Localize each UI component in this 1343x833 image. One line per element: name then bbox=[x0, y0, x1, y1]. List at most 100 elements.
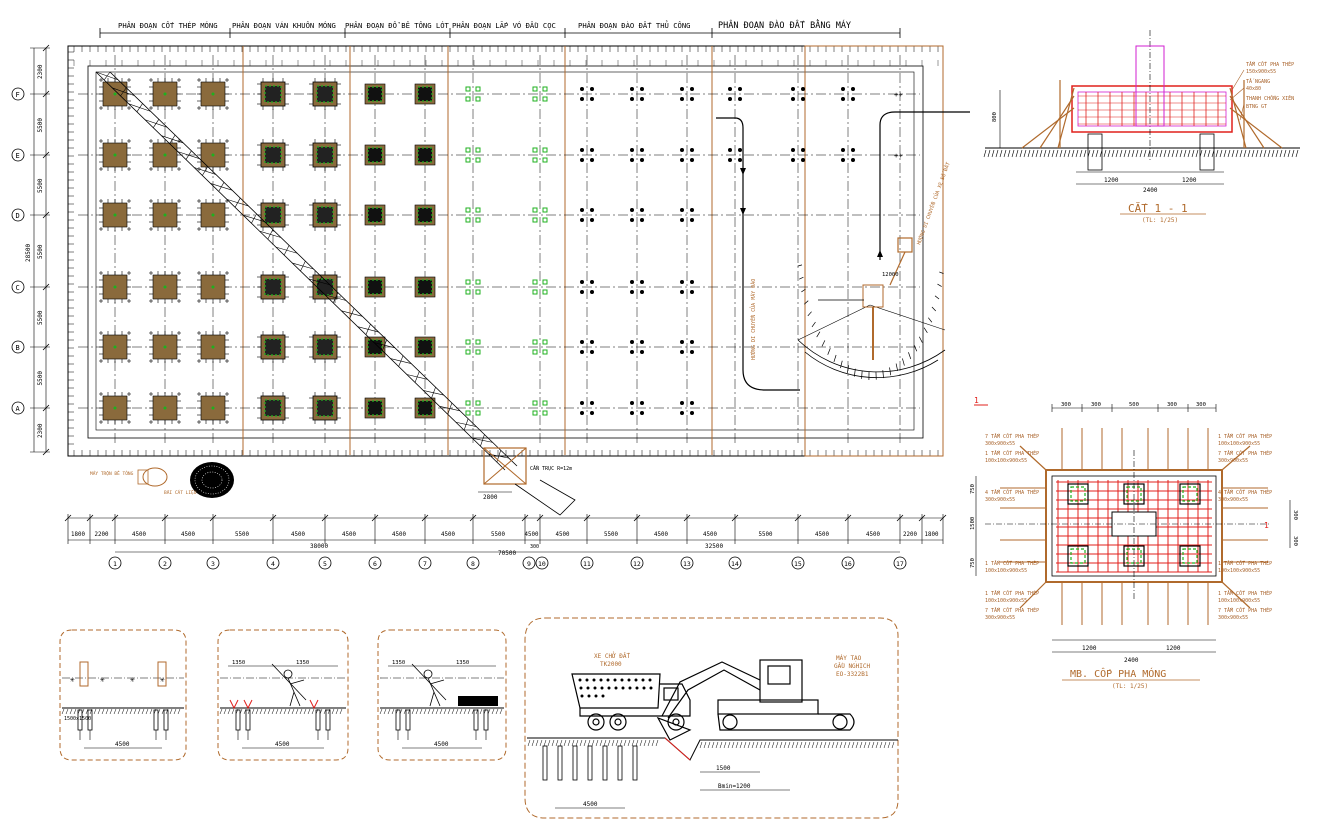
axis-bubble bbox=[791, 556, 805, 570]
bottom-dim: 4500 bbox=[525, 532, 539, 538]
bottom-subtotal-left: 38000 bbox=[310, 543, 328, 550]
footing-rebar bbox=[99, 139, 131, 171]
axis-bubble bbox=[11, 280, 25, 294]
truck-dim-3: 4500 bbox=[583, 801, 598, 808]
pile-mark bbox=[580, 87, 594, 101]
soil-pile bbox=[458, 696, 498, 706]
left-dim: 5500 bbox=[37, 371, 44, 386]
pile-head bbox=[532, 339, 548, 355]
phase-title: PHÂN ĐOẠN ĐÀO ĐẤT BẰNG MÁY bbox=[718, 19, 851, 31]
pile-head bbox=[465, 400, 481, 416]
bottom-dim: 4500 bbox=[132, 532, 146, 538]
phase-title: PHÂN ĐOẠN VÁN KHUÔN MÓNG bbox=[232, 21, 336, 30]
pile-mark bbox=[580, 280, 594, 294]
pile-head bbox=[532, 279, 548, 295]
axis-number: 7 bbox=[423, 560, 427, 568]
pile-mark bbox=[728, 87, 742, 101]
fw-left-dim: 750 bbox=[970, 558, 976, 568]
axis-letter: C bbox=[16, 284, 20, 292]
section-left-dim: 800 bbox=[992, 112, 998, 122]
excavation-edge bbox=[87, 65, 924, 439]
phase-title: PHÂN ĐOẠN CỐT THÉP MÓNG bbox=[118, 21, 218, 30]
worker bbox=[423, 669, 433, 679]
pile-head bbox=[532, 147, 548, 163]
fw-left-note: 300x900x55 bbox=[985, 441, 1015, 447]
site-plan: PHÂN ĐOẠN CỐT THÉP MÓNG PHÂN ĐOẠN VÁN KHU… bbox=[11, 19, 970, 570]
slope-hatching bbox=[68, 46, 939, 456]
pile-mark: ✳ bbox=[70, 675, 75, 684]
section-total: 2400 bbox=[1143, 187, 1158, 194]
fw-bottom-dim-1: 1200 bbox=[1082, 645, 1097, 652]
pile-mark bbox=[580, 401, 594, 415]
footing-formwork bbox=[309, 139, 341, 171]
axis-bubble bbox=[680, 556, 694, 570]
excavator-sub: GẦU NGHỊCH bbox=[834, 663, 871, 670]
phase-titles: PHÂN ĐOẠN CỐT THÉP MÓNG PHÂN ĐOẠN VÁN KHU… bbox=[99, 19, 901, 38]
footing-formwork bbox=[257, 78, 289, 110]
axis-bubble bbox=[580, 556, 594, 570]
fw-top-dim: 300 bbox=[1196, 402, 1206, 408]
sand-label: BÃI CÁT LIỆU bbox=[164, 488, 197, 496]
axis-bubble bbox=[418, 556, 432, 570]
footing-rebar bbox=[149, 392, 181, 424]
footing-lean-concrete bbox=[364, 276, 386, 298]
pile-mark bbox=[680, 340, 694, 354]
dump-truck bbox=[571, 673, 691, 731]
ground-hatch bbox=[983, 149, 1299, 158]
fw-right-note: 300x900x55 bbox=[1218, 615, 1248, 621]
fw-bottom-total: 2400 bbox=[1124, 657, 1139, 664]
footing-formwork bbox=[309, 199, 341, 231]
truck-sub: TK2000 bbox=[600, 661, 622, 668]
left-dim: 5500 bbox=[37, 244, 44, 259]
left-dim: 5500 bbox=[37, 310, 44, 325]
left-dim: 2300 bbox=[37, 64, 44, 79]
pile-mark: ✳ bbox=[100, 675, 105, 684]
detail-top-dim: 1350 bbox=[232, 660, 245, 666]
footing-formwork bbox=[309, 78, 341, 110]
formwork-scale: (TL: 1/25) bbox=[1112, 683, 1148, 690]
crane-base bbox=[483, 447, 527, 485]
axis-bubble bbox=[206, 556, 220, 570]
axis-bubble bbox=[522, 556, 536, 570]
footing-rebar bbox=[99, 271, 131, 303]
footing-rebar bbox=[197, 331, 229, 363]
pile-head bbox=[1067, 483, 1089, 505]
bottom-dim: 5500 bbox=[235, 532, 249, 538]
pile-head bbox=[1179, 483, 1201, 505]
bottom-subtotal-right: 32500 bbox=[705, 543, 723, 550]
footing-lean-concrete bbox=[414, 397, 436, 419]
bottom-dim: 4500 bbox=[342, 532, 356, 538]
pile-head bbox=[465, 279, 481, 295]
detail-label: 1500x1500 bbox=[64, 716, 91, 722]
pile-mark bbox=[680, 87, 694, 101]
bottom-dim: 4500 bbox=[654, 532, 668, 538]
fw-right-note: 1 TẤM CỐT PHA THÉP bbox=[1218, 559, 1272, 567]
concrete-mixer bbox=[137, 467, 168, 487]
footing-formwork bbox=[257, 271, 289, 303]
axis-bubble bbox=[893, 556, 907, 570]
fw-left-note: 300x900x55 bbox=[985, 615, 1015, 621]
axis-letter: B bbox=[16, 344, 20, 352]
axis-number: 16 bbox=[844, 560, 852, 568]
bottom-dim: 1800 bbox=[925, 532, 939, 538]
footing-formwork bbox=[257, 392, 289, 424]
axis-number: 3 bbox=[211, 560, 215, 568]
detail-dim: 4500 bbox=[434, 741, 449, 748]
bottom-dim: 4500 bbox=[703, 532, 717, 538]
footing-lean-concrete bbox=[414, 276, 436, 298]
fw-right-dim: 300 bbox=[1292, 510, 1298, 520]
sand-pile bbox=[190, 462, 234, 498]
section-note: 150x900x55 bbox=[1246, 69, 1276, 75]
section-dim-2: 1200 bbox=[1182, 177, 1197, 184]
fw-right-dim: 300 bbox=[1292, 536, 1298, 546]
excavator-dim: 12000 bbox=[882, 272, 899, 278]
footing-section bbox=[1071, 85, 1233, 133]
footing-formwork bbox=[257, 199, 289, 231]
detail-top-dim: 1350 bbox=[392, 660, 405, 666]
footing-rebar bbox=[197, 78, 229, 110]
pile-mark bbox=[680, 148, 694, 162]
fw-left-note: 1 TẤM CỐT PHA THÉP bbox=[985, 589, 1039, 597]
